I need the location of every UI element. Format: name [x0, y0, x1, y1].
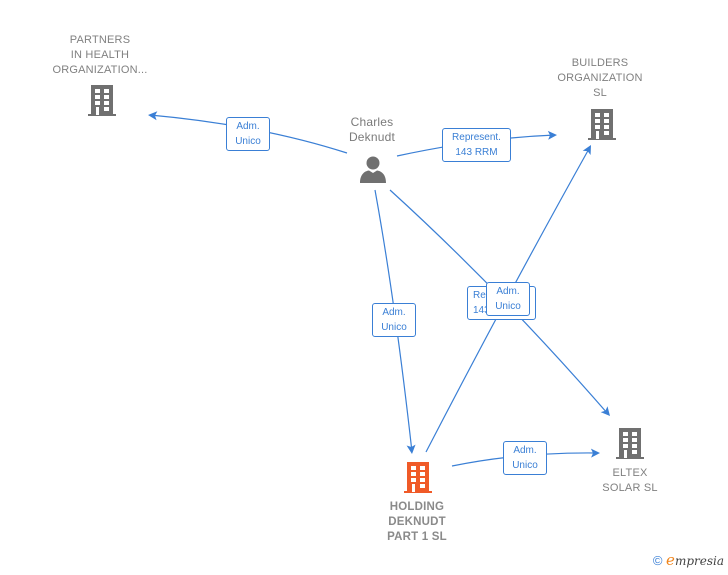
node-label-builders[interactable]: BUILDERS ORGANIZATION SL [557, 57, 643, 99]
building-icon[interactable] [585, 107, 619, 141]
empresia-logo[interactable]: empresia [666, 551, 724, 569]
building-icon[interactable] [613, 426, 647, 460]
node-label-charles[interactable]: Charles Deknudt [348, 115, 396, 144]
edge-label-holding-builders[interactable]: Adm. Unico [486, 282, 530, 316]
node-label-holding[interactable]: HOLDING DEKNUDT PART 1 SL [387, 501, 447, 543]
building-icon[interactable] [85, 83, 119, 117]
node-label-eltex[interactable]: ELTEX SOLAR SL [602, 467, 658, 494]
empresia-footer: © empresia [653, 551, 724, 569]
edge-label-charles-builders[interactable]: Represent. 143 RRM [442, 128, 511, 162]
arrowhead-icon [547, 130, 557, 140]
person-icon[interactable] [358, 154, 388, 184]
edge-label-charles-partners[interactable]: Adm. Unico [226, 117, 270, 151]
arrowhead-icon [406, 444, 416, 454]
edge-label-holding-eltex[interactable]: Adm. Unico [503, 441, 547, 475]
arrowhead-icon [148, 111, 158, 121]
arrowhead-icon [590, 448, 600, 458]
edge-label-charles-holding[interactable]: Adm. Unico [372, 303, 416, 337]
copyright-icon: © [652, 553, 663, 568]
node-label-partners[interactable]: PARTNERS IN HEALTH ORGANIZATION... [52, 34, 148, 76]
building-icon-highlighted[interactable] [401, 460, 435, 494]
arrowhead-icon [600, 406, 610, 416]
arrowhead-icon [582, 145, 591, 156]
